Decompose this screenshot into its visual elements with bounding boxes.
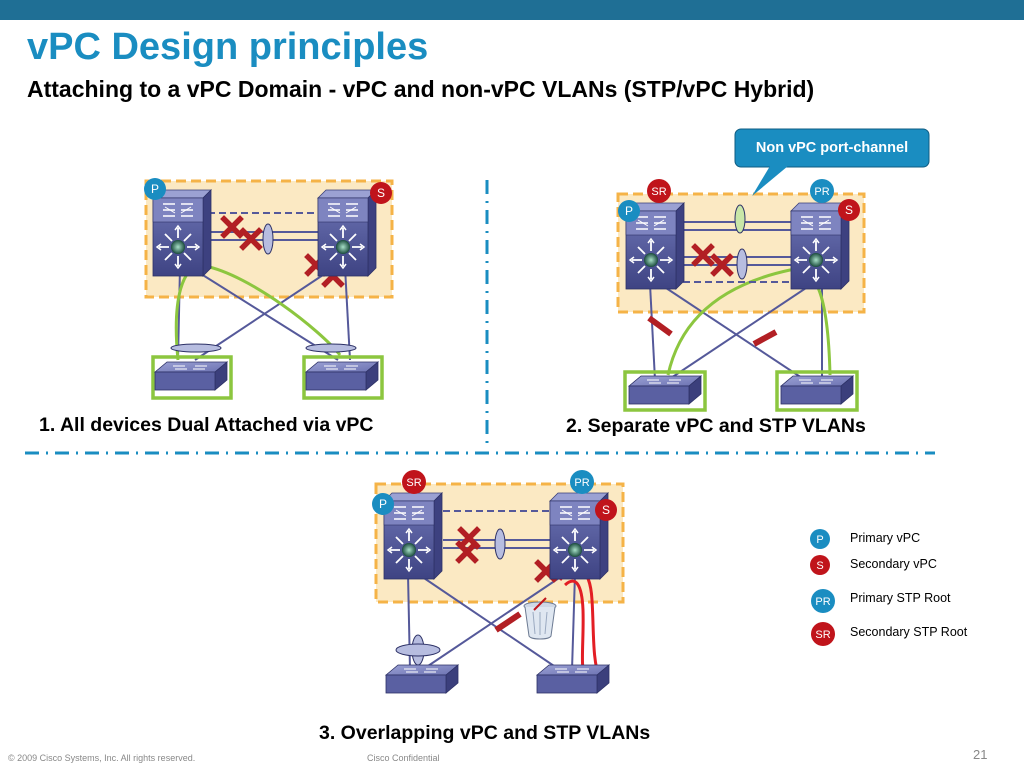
legend-label-primary-root: Primary STP Root bbox=[850, 591, 951, 605]
access-switch-icon bbox=[305, 361, 379, 391]
secondary-root-badge: SR bbox=[402, 470, 426, 494]
secondary-vpc-badge: S bbox=[370, 182, 392, 204]
primary-root-badge: PR bbox=[810, 179, 834, 203]
footer-confidential: Cisco Confidential bbox=[367, 753, 440, 763]
blocked-port-icon bbox=[752, 329, 778, 347]
primary-vpc-badge: P bbox=[372, 493, 394, 515]
access-switch-icon bbox=[536, 664, 610, 694]
primary-vpc-badge: P bbox=[144, 178, 166, 200]
legend-label-secondary-root: Secondary STP Root bbox=[850, 625, 968, 639]
legend-label-secondary-vpc: Secondary vPC bbox=[850, 557, 937, 571]
aggregation-switch-icon bbox=[317, 189, 377, 277]
scenario-1-caption: 1. All devices Dual Attached via vPC bbox=[39, 414, 374, 436]
scenario-2-caption: 2. Separate vPC and STP VLANs bbox=[566, 415, 866, 437]
aggregation-switch-icon bbox=[152, 189, 212, 277]
primary-vpc-badge: P bbox=[618, 200, 640, 222]
svg-text:P: P bbox=[151, 182, 159, 196]
access-switch-icon bbox=[628, 375, 702, 405]
trash-icon bbox=[523, 597, 557, 640]
blocked-port-icon bbox=[494, 611, 522, 633]
svg-text:S: S bbox=[816, 560, 823, 572]
page-number: 21 bbox=[973, 747, 988, 762]
slide-subtitle: Attaching to a vPC Domain - vPC and non-… bbox=[27, 76, 815, 102]
secondary-root-badge: SR bbox=[647, 179, 671, 203]
svg-text:SR: SR bbox=[815, 629, 830, 641]
legend: P S PR SR bbox=[810, 529, 835, 646]
legend-badge-secondary-vpc: S bbox=[810, 555, 830, 575]
blocked-port-icon bbox=[647, 315, 673, 337]
secondary-vpc-badge: S bbox=[838, 199, 860, 221]
stp-path bbox=[666, 268, 832, 376]
non-vpc-callout bbox=[734, 128, 930, 196]
svg-text:P: P bbox=[379, 497, 387, 511]
svg-text:PR: PR bbox=[814, 186, 829, 198]
access-switch-icon bbox=[154, 361, 228, 391]
svg-text:P: P bbox=[625, 204, 633, 218]
callout-label: Non vPC port-channel bbox=[755, 140, 909, 156]
svg-text:SR: SR bbox=[406, 477, 421, 489]
scenario-3-caption: 3. Overlapping vPC and STP VLANs bbox=[319, 722, 651, 744]
header-bar bbox=[0, 0, 1024, 20]
svg-text:PR: PR bbox=[815, 596, 830, 608]
access-switch-icon bbox=[385, 664, 459, 694]
footer-copyright: © 2009 Cisco Systems, Inc. All rights re… bbox=[8, 753, 196, 763]
svg-text:S: S bbox=[845, 203, 853, 217]
legend-badge-primary-root: PR bbox=[811, 589, 835, 613]
slide-title: vPC Design principles bbox=[27, 26, 429, 68]
svg-text:P: P bbox=[816, 534, 823, 546]
legend-label-primary-vpc: Primary vPC bbox=[850, 531, 921, 545]
primary-root-badge: PR bbox=[570, 470, 594, 494]
svg-text:SR: SR bbox=[651, 186, 666, 198]
legend-badge-secondary-root: SR bbox=[811, 622, 835, 646]
access-switch-icon bbox=[780, 375, 854, 405]
scenario-3-diagram: SR PR P S bbox=[372, 470, 625, 694]
svg-text:PR: PR bbox=[574, 477, 589, 489]
scenario-2-diagram: SR PR P S bbox=[616, 128, 930, 412]
svg-text:S: S bbox=[377, 186, 385, 200]
scenario-1-diagram: P S bbox=[144, 178, 394, 400]
legend-badge-primary-vpc: P bbox=[810, 529, 830, 549]
svg-text:S: S bbox=[602, 503, 610, 517]
secondary-vpc-badge: S bbox=[595, 499, 617, 521]
